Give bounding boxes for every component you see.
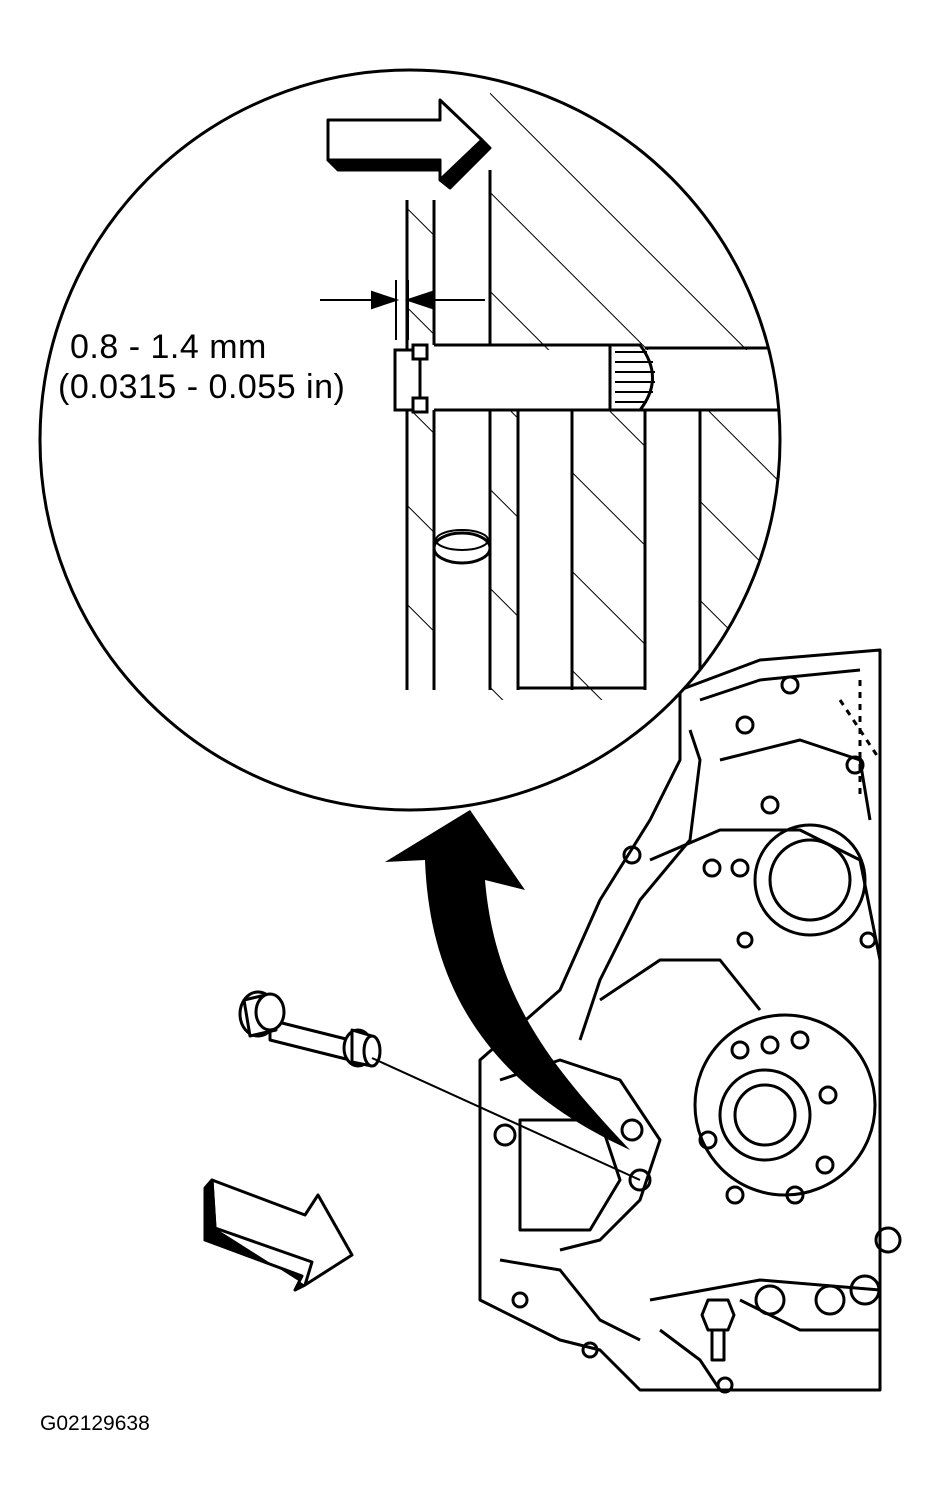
dimension-metric-label: 0.8 - 1.4 mm	[70, 328, 267, 366]
top-arrow-icon	[326, 98, 492, 190]
engine-block	[478, 648, 902, 1394]
dimension-imperial-label: (0.0315 - 0.055 in)	[58, 368, 346, 406]
gallery-plug	[238, 990, 641, 1181]
figure-id-label: G02129638	[40, 1412, 150, 1435]
bottom-arrow-icon	[203, 1178, 354, 1292]
curved-arrow-up-icon	[385, 810, 630, 1150]
